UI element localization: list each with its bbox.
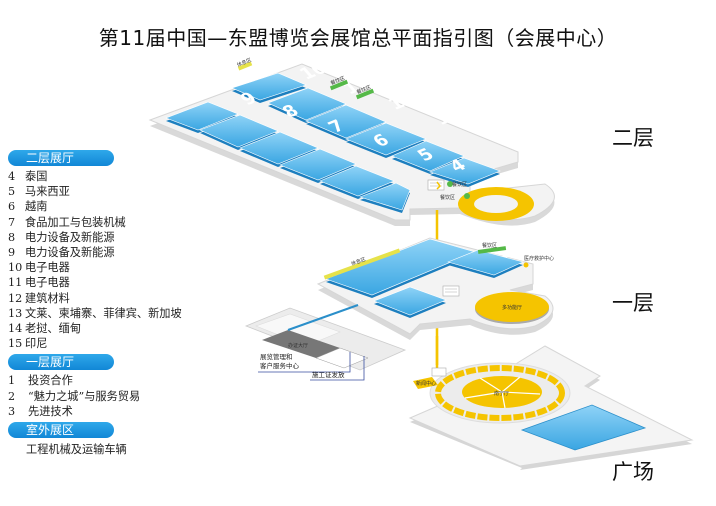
multi-hall-label: 多功能厅 bbox=[502, 304, 522, 311]
customer-service-label: 客户服务中心 bbox=[260, 361, 300, 370]
legend-item-label: “魅力之城”与服务贸易 bbox=[28, 389, 141, 403]
legend-header-outdoor: 室外展区 bbox=[8, 422, 114, 439]
legend-item-label: 文莱、柬埔寨、菲律宾、新加坡 bbox=[25, 306, 182, 320]
svg-text:餐饮区: 餐饮区 bbox=[482, 242, 497, 249]
floor-label-first: 一层 bbox=[612, 291, 654, 315]
legend-item: 8 电力设备及新能源 bbox=[8, 230, 228, 245]
legend-item: 4 泰国 bbox=[8, 169, 228, 184]
legend-header-second-floor: 二层展厅 bbox=[8, 150, 114, 166]
outdoor-exhibit-area bbox=[520, 404, 647, 451]
page-title: 第11届中国—东盟博览会展馆总平面指引图（会展中心） bbox=[98, 26, 618, 50]
legend-item-number: 15 bbox=[8, 337, 23, 351]
legend-item-number: 8 bbox=[8, 230, 16, 244]
medical-label: 医疗救护中心 bbox=[524, 255, 554, 262]
floor-label-plaza: 广场 bbox=[612, 460, 654, 484]
construction-permit-label: 施工证发放 bbox=[312, 370, 345, 379]
legend-item: 6 越南 bbox=[8, 199, 228, 214]
legend-item-number: 5 bbox=[8, 185, 16, 199]
legend-item-number: 3 bbox=[8, 404, 16, 418]
plaza-plan: 南宁厅 新闻中心 bbox=[0, 0, 694, 470]
legend-item-label: 先进技术 bbox=[28, 404, 73, 418]
legend-item-label: 食品加工与包装机械 bbox=[25, 215, 126, 229]
atrium-hole bbox=[474, 195, 518, 213]
legend-header-first-floor: 一层展厅 bbox=[8, 354, 114, 371]
plaza-outdoor-area bbox=[0, 0, 1, 1]
escalator-icon bbox=[427, 179, 445, 191]
legend-item-label: 投资合作 bbox=[28, 374, 73, 388]
floor-label-second: 二层 bbox=[612, 126, 654, 150]
annex-building: 办证大厅 展览管理和 客户服务中心 施工证发放 bbox=[244, 304, 407, 381]
legend-item: 3 先进技术 bbox=[8, 404, 228, 419]
legend-item-label: 老挝、缅甸 bbox=[25, 322, 81, 336]
legend-item-number: 9 bbox=[8, 246, 16, 260]
catering-tag-5: 餐饮区 bbox=[477, 242, 507, 254]
legend-item-label: 电子电器 bbox=[25, 276, 70, 290]
svg-text:休息区: 休息区 bbox=[350, 256, 367, 268]
legend-item-label: 越南 bbox=[25, 200, 48, 214]
catering-label-3: 餐饮区 bbox=[452, 181, 467, 188]
catering-dot-1 bbox=[447, 181, 453, 187]
rest-area-bar: 休息区 bbox=[323, 248, 401, 280]
legend-item-label: 电力设备及新能源 bbox=[25, 230, 115, 244]
dome-segments bbox=[464, 376, 541, 409]
escalator-plaza bbox=[431, 367, 447, 377]
svg-text:新闻中心: 新闻中心 bbox=[416, 380, 436, 387]
legend-item-number: 7 bbox=[8, 215, 16, 229]
legend-item-number: 6 bbox=[8, 200, 16, 214]
legend-item: 工程机械及运输车辆 bbox=[8, 442, 228, 457]
legend-item: 1 投资合作 bbox=[8, 373, 228, 388]
dome-ring-yellow bbox=[435, 365, 565, 421]
first-floor-plan: 多功能厅 123 休息区 餐饮区 医疗救护中心 bbox=[316, 216, 605, 340]
legend-item-number: 10 bbox=[8, 261, 23, 275]
catering-dot-2 bbox=[464, 193, 470, 199]
hall-number: 3 bbox=[580, 216, 605, 236]
legend-item-number: 13 bbox=[8, 306, 23, 320]
legend-item-label: 印尼 bbox=[25, 337, 48, 351]
legend-item: 9 电力设备及新能源 bbox=[8, 245, 228, 260]
press-center-tag: 新闻中心 bbox=[413, 377, 438, 389]
rest-area-tag: 休息区 bbox=[236, 57, 252, 71]
legend-item-label: 泰国 bbox=[25, 170, 48, 183]
legend-item-number: 11 bbox=[8, 276, 23, 290]
legend-item-label: 电力设备及新能源 bbox=[25, 246, 115, 260]
legend-item-number: 14 bbox=[8, 322, 23, 336]
multi-function-hall-top bbox=[475, 292, 549, 322]
dome-hall-label: 南宁厅 bbox=[494, 390, 509, 397]
legend-item: 2 “魅力之城”与服务贸易 bbox=[8, 389, 228, 404]
legend-item-label: 建筑材料 bbox=[25, 291, 70, 305]
permit-hall-label: 办证大厅 bbox=[288, 342, 308, 349]
legend-item: 5 马来西亚 bbox=[8, 184, 228, 199]
hall-number: 15 bbox=[521, 133, 557, 157]
legend-item: 7 食品加工与包装机械 bbox=[8, 215, 228, 230]
catering-label-4: 餐饮区 bbox=[440, 194, 455, 201]
legend-item-label: 马来西亚 bbox=[25, 185, 70, 199]
legend-item-label: 电子电器 bbox=[25, 261, 70, 275]
legend-item-number: 1 bbox=[8, 374, 16, 388]
medical-dot bbox=[523, 262, 529, 268]
escalator-icon-1f bbox=[442, 285, 460, 297]
legend: 二层展厅 4 泰国 5 马来西亚 6 越南 7 食品加工与包装机械 8 电力设备及新能源 9 电力设备… bbox=[8, 148, 228, 457]
legend-item-number: 12 bbox=[8, 291, 23, 305]
legend-item-number: 2 bbox=[8, 389, 16, 403]
exhibition-mgmt-label: 展览管理和 bbox=[260, 352, 293, 361]
legend-item-label: 工程机械及运输车辆 bbox=[26, 443, 127, 457]
legend-item-number: 4 bbox=[8, 170, 16, 183]
